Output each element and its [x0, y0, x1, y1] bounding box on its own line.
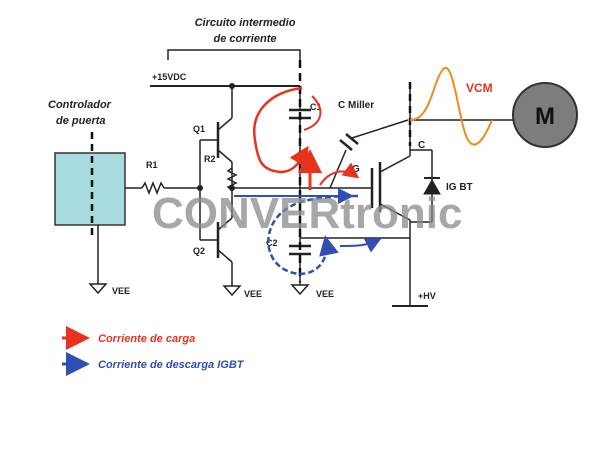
q2-emitter: [217, 217, 233, 231]
ground-symbol-2: [222, 285, 242, 297]
title-line-1: Circuito intermedio: [195, 17, 296, 29]
ground-symbol-1: [88, 283, 108, 295]
vcm-label: VCM: [466, 81, 493, 95]
motor-label: M: [535, 103, 555, 130]
q1-label: Q1: [193, 124, 205, 134]
discharge-current-loop: [267, 194, 359, 275]
vee-label-1: VEE: [112, 286, 130, 296]
c2-label: C2: [266, 238, 278, 248]
wire-miller-high: [351, 119, 409, 139]
node-rail-q1: [229, 83, 235, 89]
igbt-collector-lead: [379, 155, 411, 173]
q2-collector: [217, 249, 233, 263]
collector-label: C: [418, 140, 425, 151]
c1-label: C1: [310, 102, 322, 112]
charge-current-loop: [252, 86, 309, 174]
discharge-current-return: [339, 238, 382, 253]
charge-current-return: [303, 95, 322, 131]
r1-label: R1: [146, 160, 158, 170]
hv-label: +HV: [418, 291, 436, 301]
controller-label-2: de puerta: [56, 115, 106, 127]
igbt-emitter-lead: [379, 203, 411, 221]
cmiller-plate-a: [339, 139, 353, 151]
resistor-r1: [141, 180, 165, 196]
supply-label: +15VDC: [152, 72, 187, 82]
q1-emitter: [217, 149, 233, 163]
cmiller-label: C Miller: [338, 100, 374, 111]
vee-label-3: VEE: [316, 289, 334, 299]
cmiller-plate-b: [345, 133, 359, 145]
controller-block: [54, 152, 126, 226]
legend-discharge-label: Corriente de descarga IGBT: [98, 359, 245, 371]
ground-symbol-3: [290, 284, 310, 296]
title-line-2: de corriente: [214, 33, 277, 45]
freewheel-diode: [423, 178, 441, 195]
watermark: CONVERtronic: [152, 189, 462, 238]
q1-collector: [217, 117, 233, 131]
igbt-label: IG BT: [446, 182, 473, 193]
charge-current-to-gate: [319, 162, 360, 186]
resistor-r2: [226, 167, 238, 191]
legend-charge-label: Corriente de carga: [98, 333, 195, 345]
wire-miller-low: [329, 149, 347, 189]
motor-circle: [512, 82, 578, 148]
vcm-waveform: [409, 66, 493, 146]
title-bracket: [167, 49, 301, 60]
vee-label-2: VEE: [244, 289, 262, 299]
r2-label: R2: [204, 154, 216, 164]
controller-label-1: Controlador: [48, 99, 112, 111]
q2-label: Q2: [193, 246, 205, 256]
